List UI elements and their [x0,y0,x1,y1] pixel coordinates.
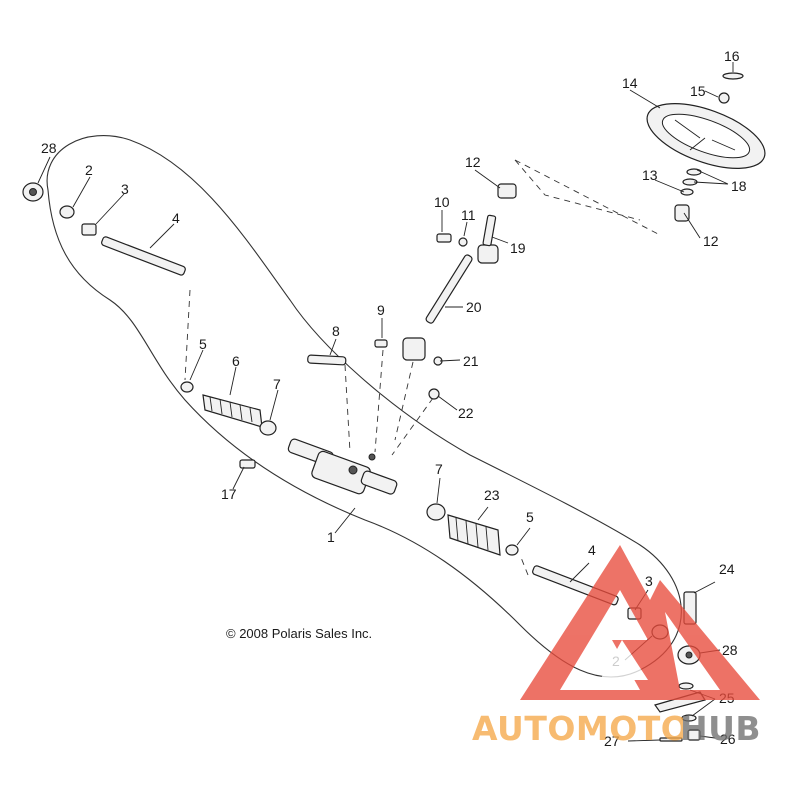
watermark-triangle-logo [520,545,760,700]
callout-28-left: 28 [41,140,57,156]
callout-27: 27 [604,733,620,749]
callout-5-right: 5 [526,509,534,525]
watermark-text-hub: HUB [680,709,761,748]
callout-6: 6 [232,353,240,369]
callout-leaders [37,62,734,742]
callout-12-right: 12 [703,233,719,249]
callout-2-left: 2 [85,162,93,178]
copyright-text: © 2008 Polaris Sales Inc. [226,626,372,641]
callout-16: 16 [724,48,740,64]
callout-26: 26 [720,731,736,747]
callout-19: 19 [510,240,526,256]
callout-24: 24 [719,561,735,577]
callout-22: 22 [458,405,474,421]
callout-20: 20 [466,299,482,315]
callout-7-left: 7 [273,376,281,392]
callout-5-left: 5 [199,336,207,352]
callout-numbers: 28 2 3 4 5 6 7 8 9 10 11 12 12 13 14 15 … [41,48,747,749]
automotohub-watermark: AUTOMOTO HUB [472,545,761,748]
callout-23: 23 [484,487,500,503]
callout-4-left: 4 [172,210,180,226]
callout-8: 8 [332,323,340,339]
left-tie-rod-group [22,182,277,436]
steering-wheel-group [497,72,766,222]
callout-18: 18 [731,178,747,194]
assembly-outline [46,135,682,678]
watermark-text-automoto: AUTOMOTO [472,709,689,748]
callout-10: 10 [434,194,450,210]
callout-21: 21 [463,353,479,369]
callout-7-right: 7 [435,461,443,477]
callout-4-right: 4 [588,542,596,558]
callout-12-top: 12 [465,154,481,170]
callout-28-right: 28 [722,642,738,658]
callout-17: 17 [221,486,237,502]
steering-rack [239,438,398,495]
callout-3-left: 3 [121,181,129,197]
watermark-triangle-inner [600,640,648,680]
steering-shaft [307,214,499,400]
callout-1: 1 [327,529,335,545]
callout-15: 15 [690,83,706,99]
callout-9: 9 [377,302,385,318]
dashed-guides [184,159,661,576]
callout-14: 14 [622,75,638,91]
callout-11: 11 [461,207,476,223]
callout-13: 13 [642,167,658,183]
callout-3-right: 3 [645,573,653,589]
